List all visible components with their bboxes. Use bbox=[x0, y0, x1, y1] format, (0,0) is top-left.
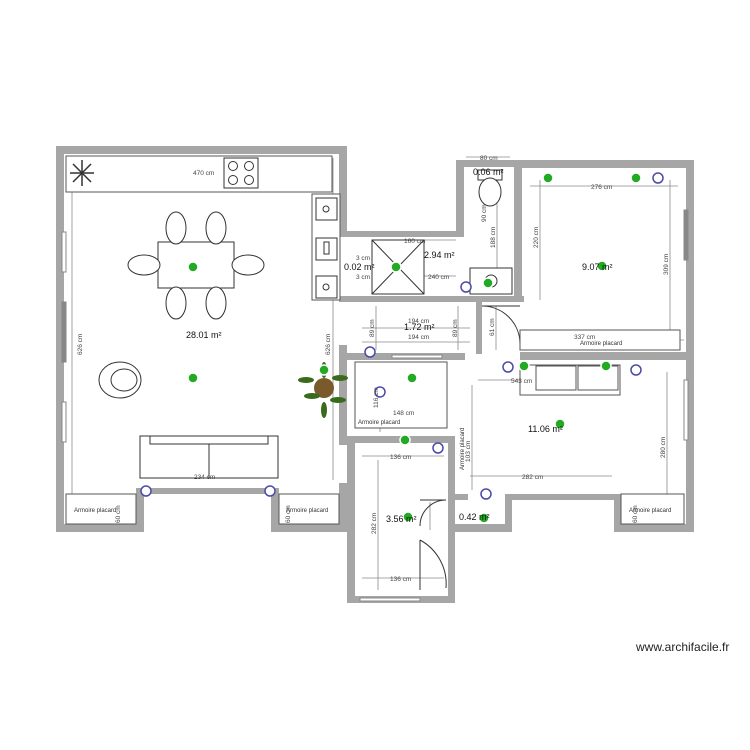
closet-label-4: Armoire placard bbox=[358, 420, 400, 426]
dim-80: 80 cm bbox=[480, 155, 498, 162]
plant-icon bbox=[298, 362, 348, 418]
dim-220: 220 cm bbox=[533, 227, 540, 248]
area-bath: 2.94 m² bbox=[424, 250, 455, 260]
area-bath2: 3.56 m² bbox=[386, 514, 417, 524]
closet-label-6: Armoire placard bbox=[460, 428, 466, 470]
dim-282-bedroom: 282 cm bbox=[522, 474, 543, 481]
area-bedroom1: 9.07 m² bbox=[582, 262, 613, 272]
dim-60-right: 60 cm bbox=[632, 505, 639, 523]
closet-label-2: Armoire placard bbox=[286, 508, 328, 514]
dim-160: 160 cm bbox=[404, 238, 425, 245]
dim-470: 470 cm bbox=[193, 170, 214, 177]
room-area-labels: 28.01 m² 9.07 m² 11.06 m² 2.94 m² 1.72 m… bbox=[186, 167, 613, 524]
dim-280: 280 cm bbox=[660, 437, 667, 458]
dim-188: 188 cm bbox=[490, 227, 497, 248]
closet-label-3: Armoire placard bbox=[629, 508, 671, 514]
area-hall: 1.72 m² bbox=[404, 322, 435, 332]
doors bbox=[419, 305, 521, 590]
dim-543: 543 cm bbox=[511, 378, 532, 385]
dim-3-top: 3 cm bbox=[356, 255, 370, 262]
dim-337: 337 cm bbox=[574, 334, 595, 341]
sofa bbox=[139, 435, 279, 479]
dim-194-bottom: 194 cm bbox=[408, 334, 429, 341]
closets bbox=[65, 329, 685, 525]
dim-626-left: 626 cm bbox=[77, 334, 84, 355]
dimension-labels: 470 cm 626 cm 626 cm 234 cm 80 cm 276 cm… bbox=[77, 155, 670, 583]
area-small3: 0.42 m² bbox=[459, 512, 490, 522]
area-small2: 0.02 m² bbox=[344, 262, 375, 272]
dim-90: 90 cm bbox=[481, 204, 488, 222]
dim-194-top: 194 cm bbox=[408, 318, 429, 325]
dim-60-mid: 60 cm bbox=[285, 505, 292, 523]
area-bedroom2: 11.06 m² bbox=[528, 424, 563, 434]
toilet-icon bbox=[477, 169, 503, 207]
stove-icon bbox=[223, 157, 259, 189]
outlets bbox=[140, 172, 664, 500]
dim-89-left: 89 cm bbox=[369, 319, 376, 337]
dim-3-bottom: 3 cm bbox=[356, 274, 370, 281]
snowflake-icon bbox=[70, 160, 94, 186]
area-main: 28.01 m² bbox=[186, 330, 222, 340]
closet-labels: Armoire placard Armoire placard Armoire … bbox=[74, 341, 671, 514]
dim-116: 116 cm bbox=[373, 387, 380, 408]
area-small1: 0.06 m² bbox=[473, 167, 504, 177]
sink-icon bbox=[315, 197, 338, 221]
dim-60-left: 60 cm bbox=[115, 505, 122, 523]
dim-89-right: 89 cm bbox=[452, 319, 459, 337]
windows bbox=[61, 209, 689, 602]
dim-626-right: 626 cm bbox=[325, 334, 332, 355]
dim-234: 234 cm bbox=[194, 474, 215, 481]
dim-148: 148 cm bbox=[393, 410, 414, 417]
faucet-icon bbox=[315, 237, 338, 261]
dim-136-bottom: 136 cm bbox=[390, 576, 411, 583]
dim-309: 309 cm bbox=[663, 254, 670, 275]
dim-276: 276 cm bbox=[591, 184, 612, 191]
washer-icon bbox=[315, 275, 338, 299]
room-markers bbox=[187, 172, 642, 524]
closet-label-1: Armoire placard bbox=[74, 508, 116, 514]
dim-103: 103 cm bbox=[465, 441, 472, 462]
dim-136-top: 136 cm bbox=[390, 454, 411, 461]
bath-sink bbox=[469, 267, 513, 295]
dim-240: 240 cm bbox=[428, 274, 449, 281]
dim-61: 61 cm bbox=[489, 318, 496, 336]
dim-282-bath: 282 cm bbox=[371, 513, 378, 534]
watermark: www.archifacile.fr bbox=[636, 640, 730, 654]
armchair-icon bbox=[98, 361, 142, 399]
closet-label-5: Armoire placard bbox=[580, 341, 622, 347]
